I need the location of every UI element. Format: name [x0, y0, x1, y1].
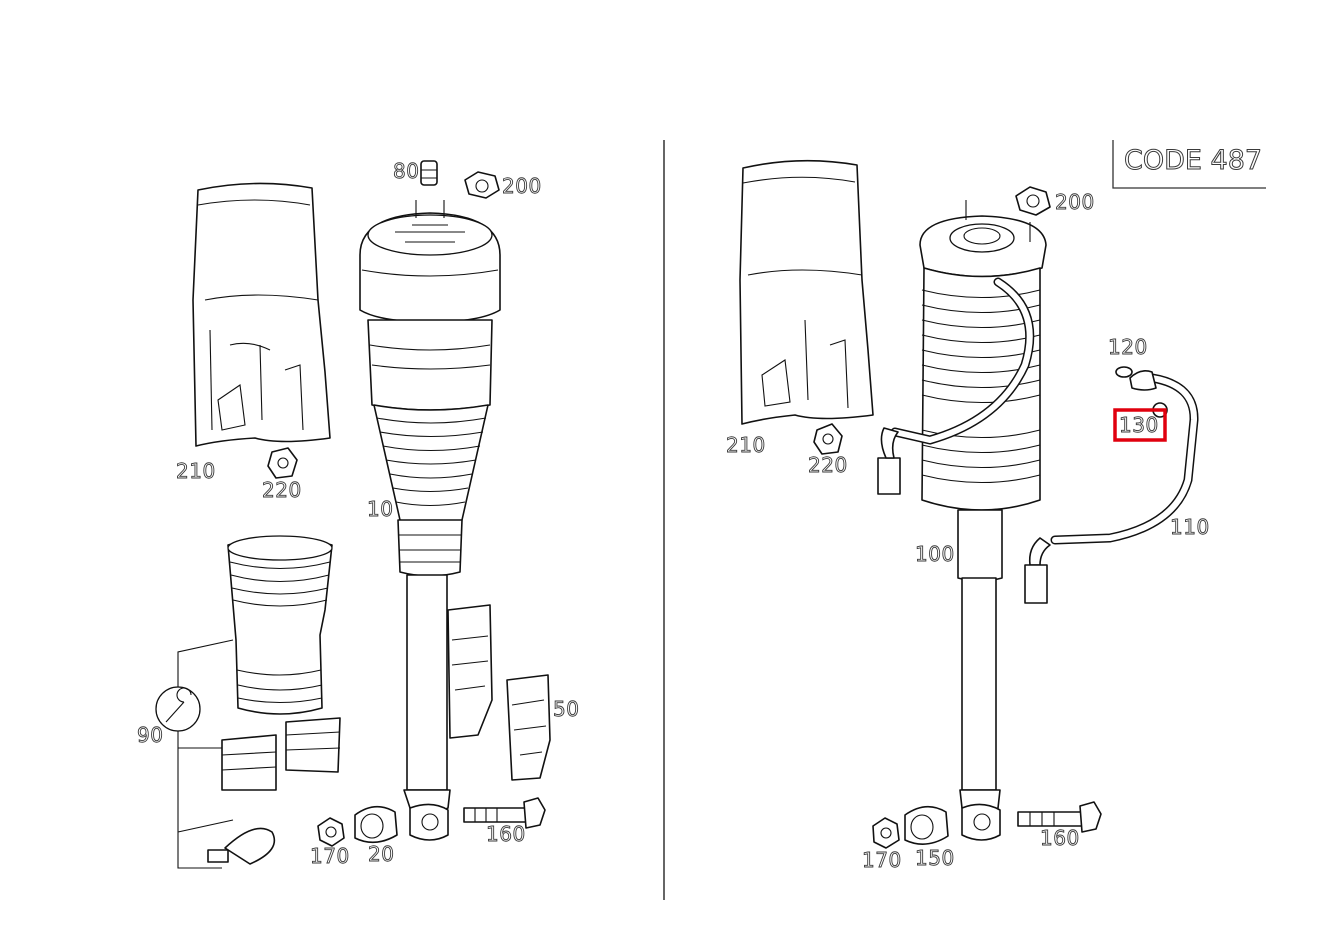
- right-label-210: 210: [726, 433, 766, 457]
- left-label-10: 10: [367, 497, 393, 521]
- left-label-80: 80: [393, 159, 419, 183]
- left-air-strut-10[interactable]: [359, 200, 501, 841]
- left-bolt-160[interactable]: [463, 797, 546, 829]
- left-label-200: 200: [502, 174, 542, 198]
- left-label-210: 210: [176, 459, 216, 483]
- right-air-line-110[interactable]: [1024, 370, 1199, 604]
- right-label-110: 110: [1170, 515, 1210, 539]
- right-strut-hose[interactable]: [877, 277, 1035, 495]
- left-nut-80[interactable]: [420, 160, 438, 186]
- left-label-170: 170: [310, 844, 350, 868]
- left-module-50[interactable]: [447, 604, 551, 781]
- right-label-170: 170: [862, 848, 902, 872]
- right-label-100: 100: [915, 542, 955, 566]
- left-label-160: 160: [486, 822, 526, 846]
- right-label-120: 120: [1108, 335, 1148, 359]
- code-label: CODE 487: [1124, 145, 1262, 176]
- wrench-icon: [155, 686, 201, 732]
- code-box: CODE 487: [1112, 140, 1266, 189]
- right-air-strut-100[interactable]: [919, 200, 1047, 841]
- left-cover-210[interactable]: [192, 182, 331, 447]
- right-nut-200[interactable]: [1015, 186, 1051, 216]
- left-label-220: 220: [262, 478, 302, 502]
- right-bolt-160[interactable]: [1017, 801, 1102, 833]
- left-bushing-20[interactable]: [354, 805, 398, 844]
- left-clips[interactable]: [221, 717, 341, 791]
- right-label-220: 220: [808, 453, 848, 477]
- left-label-90: 90: [137, 723, 163, 747]
- tool-bracket-lines: [177, 639, 234, 869]
- right-seal-120[interactable]: [1115, 366, 1133, 378]
- right-label-200: 200: [1055, 190, 1095, 214]
- right-label-130: 130: [1119, 413, 1159, 437]
- right-nut-170[interactable]: [872, 817, 900, 849]
- left-bellows[interactable]: [227, 535, 333, 715]
- right-nut-220[interactable]: [813, 423, 843, 455]
- left-cable-tie[interactable]: [207, 827, 276, 865]
- right-cover-210[interactable]: [739, 159, 874, 425]
- right-bushing-150[interactable]: [904, 805, 949, 845]
- right-label-160: 160: [1040, 826, 1080, 850]
- left-label-50: 50: [553, 697, 579, 721]
- left-label-20: 20: [368, 842, 394, 866]
- highlight-box-130: [1113, 408, 1167, 442]
- left-nut-170[interactable]: [317, 817, 345, 847]
- right-label-150: 150: [915, 846, 955, 870]
- left-nut-220[interactable]: [267, 447, 298, 479]
- left-nut-200[interactable]: [464, 171, 500, 199]
